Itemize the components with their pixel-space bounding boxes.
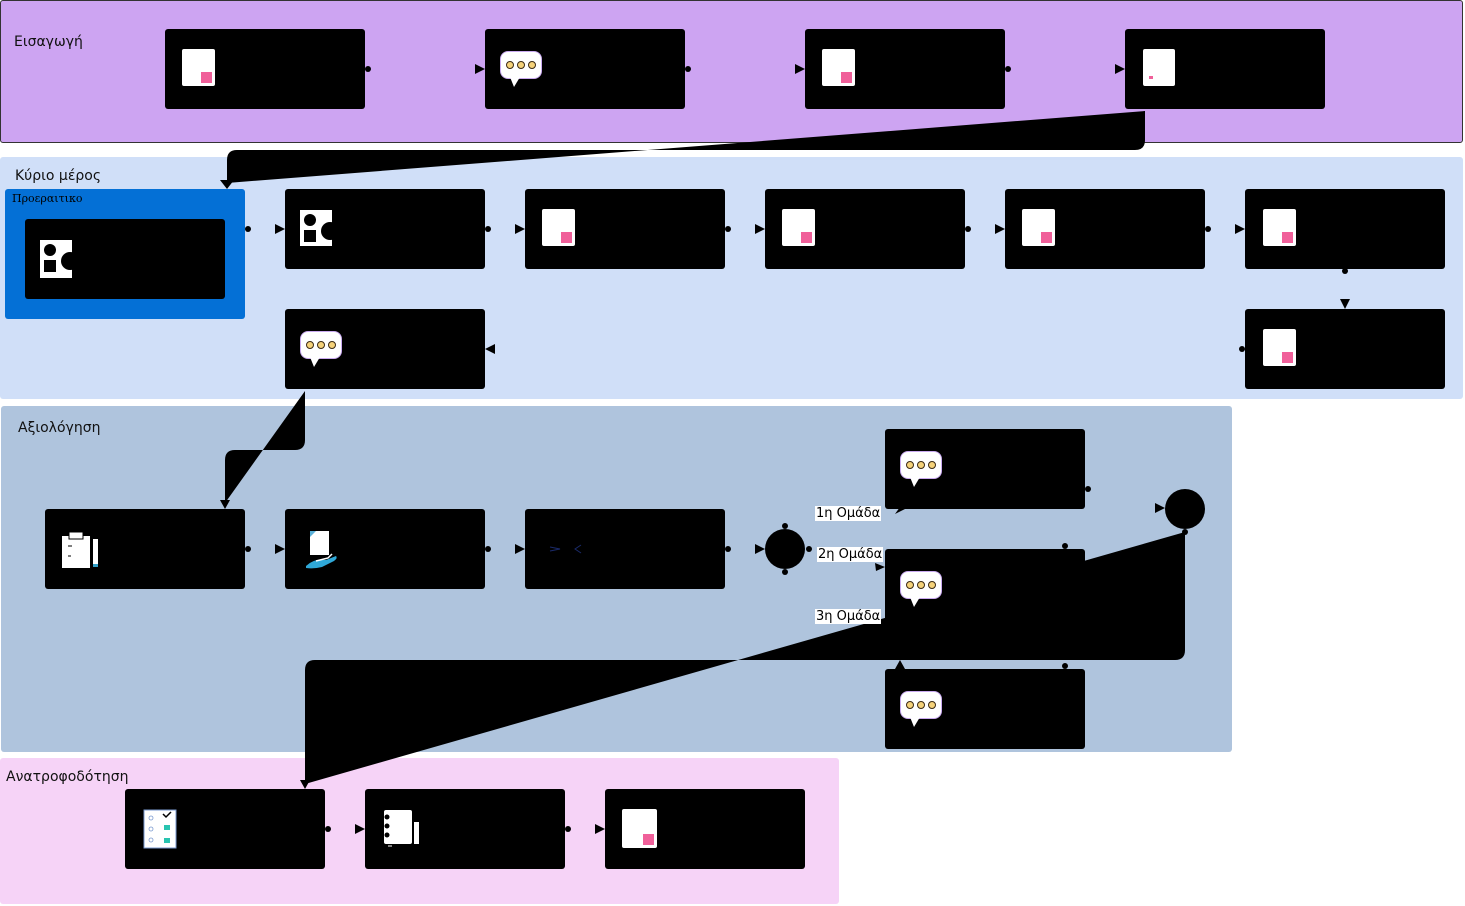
note-paper-icon: [182, 49, 215, 86]
connector-main-to-assessment: [225, 391, 305, 503]
activity-card-assessment-1[interactable]: [45, 509, 245, 589]
compare-icon: [549, 544, 582, 554]
gateway-merge[interactable]: [1165, 489, 1205, 529]
note-paper-icon: [622, 809, 657, 848]
speech-bubble-icon: [300, 331, 342, 367]
clipboard-icon: [62, 531, 98, 568]
activity-card-assessment-2[interactable]: [285, 509, 485, 589]
activity-card-optional[interactable]: [25, 219, 225, 299]
main-connectors: [245, 224, 1350, 354]
note-paper-icon: [542, 209, 575, 246]
note-paper-icon: [1263, 329, 1296, 366]
activity-card-feedback-3[interactable]: [605, 789, 805, 869]
speech-bubble-icon: [500, 51, 542, 87]
lane-feedback-title: Ανατροφοδότηση: [6, 769, 129, 785]
activity-card-group-1[interactable]: [885, 429, 1085, 509]
activity-card-intro-3[interactable]: [805, 29, 1005, 109]
activity-card-main-1[interactable]: [285, 189, 485, 269]
activity-card-group-3[interactable]: [885, 669, 1085, 749]
activity-card-main-5[interactable]: [1245, 189, 1445, 269]
lane-intro-title: Εισαγωγή: [14, 34, 83, 50]
activity-card-intro-1[interactable]: [165, 29, 365, 109]
optional-group-title: Προεραιτικο: [12, 192, 83, 205]
activity-card-main-7[interactable]: [285, 309, 485, 389]
shapes-icon: [40, 240, 79, 278]
activity-card-feedback-1[interactable]: [125, 789, 325, 869]
activity-card-intro-2[interactable]: [485, 29, 685, 109]
gateway-split[interactable]: [765, 529, 805, 569]
speech-bubble-icon: [900, 451, 942, 487]
notebook-icon: [384, 810, 419, 847]
activity-card-main-3[interactable]: [765, 189, 965, 269]
activity-card-main-2[interactable]: [525, 189, 725, 269]
gateway-label-group3: 3η Ομάδα: [815, 609, 882, 624]
note-paper-icon: [1143, 49, 1175, 86]
activity-card-main-4[interactable]: [1005, 189, 1205, 269]
gateway-label-group1: 1η Ομάδα: [815, 506, 882, 521]
activity-card-intro-4[interactable]: [1125, 29, 1325, 109]
gateway-label-group2: 2η Ομάδα: [817, 547, 884, 562]
connector-intro-to-main: [227, 111, 1145, 183]
lane-assessment-title: Αξιολόγηση: [18, 420, 101, 436]
speech-bubble-icon: [900, 571, 942, 607]
speech-bubble-icon: [900, 691, 942, 727]
shapes-icon: [300, 210, 339, 246]
note-paper-icon: [822, 49, 855, 86]
note-paper-icon: [1263, 209, 1296, 246]
feedback-connectors: [325, 824, 605, 834]
note-paper-icon: [1022, 209, 1055, 246]
activity-card-main-6[interactable]: [1245, 309, 1445, 389]
activity-card-feedback-2[interactable]: [365, 789, 565, 869]
activity-card-group-2[interactable]: [885, 549, 1085, 629]
hand-document-icon: [306, 531, 337, 569]
activity-card-assessment-3[interactable]: [525, 509, 725, 589]
assessment-connectors: [245, 486, 1188, 669]
intro-connectors: [365, 64, 1125, 74]
note-paper-icon: [782, 209, 815, 246]
checklist-icon: [143, 809, 177, 849]
lane-main-title: Κύριο μέρος: [15, 168, 102, 184]
